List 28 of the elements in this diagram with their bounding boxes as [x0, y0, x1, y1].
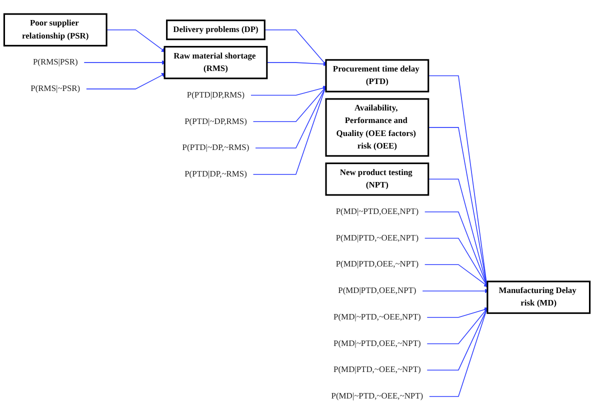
node-text: P(PTD|DP,~RMS)	[184, 170, 247, 179]
arrow	[424, 238, 488, 288]
node-text: P(MD|PTD,OEE,~NPT)	[336, 260, 419, 269]
arrow	[264, 29, 328, 66]
node-text: P(MD|~PTD,OEE,~NPT)	[334, 338, 421, 348]
arrow	[426, 307, 488, 344]
arrow	[252, 85, 328, 175]
node-box: Delivery problems (DP)	[166, 20, 266, 40]
node-text: P(MD|PTD,OEE,NPT)	[338, 286, 416, 296]
node-text: P(RMS|PSR)	[32, 58, 78, 67]
arrow	[424, 211, 488, 288]
node-text: P(MD|~PTD,~OEE,NPT)	[334, 312, 421, 322]
node-text: P(MD|PTD,~OEE,~NPT)	[334, 365, 421, 374]
node-box: Manufacturing Delay risk (MD)	[486, 280, 591, 314]
node-text: P(MD|~PTD,OEE,NPT)	[336, 207, 419, 216]
node-text: P(MD|PTD,~OEE,NPT)	[336, 233, 419, 242]
node-box: Raw material shortage (RMS)	[164, 46, 268, 80]
arrow	[426, 306, 488, 370]
node-text: P(PTD|DP,RMS)	[186, 90, 245, 100]
node-text: P(PTD|~DP,~RMS)	[182, 143, 250, 152]
node-box: Procurement time delay (PTD)	[325, 59, 430, 92]
node-box: New product testing (NPT)	[325, 162, 430, 196]
node-box: Poor supplier relationship (PSR)	[3, 13, 108, 46]
node-text: P(PTD|~DP,RMS)	[184, 116, 247, 126]
node-box: Availability, Performance and Quality (OEE factors) risk (OEE)	[325, 98, 430, 157]
node-text: P(RMS|~PSR)	[30, 84, 80, 94]
node-text: P(MD|~PTD,~OEE,~NPT)	[331, 392, 424, 401]
arrow	[106, 29, 166, 52]
